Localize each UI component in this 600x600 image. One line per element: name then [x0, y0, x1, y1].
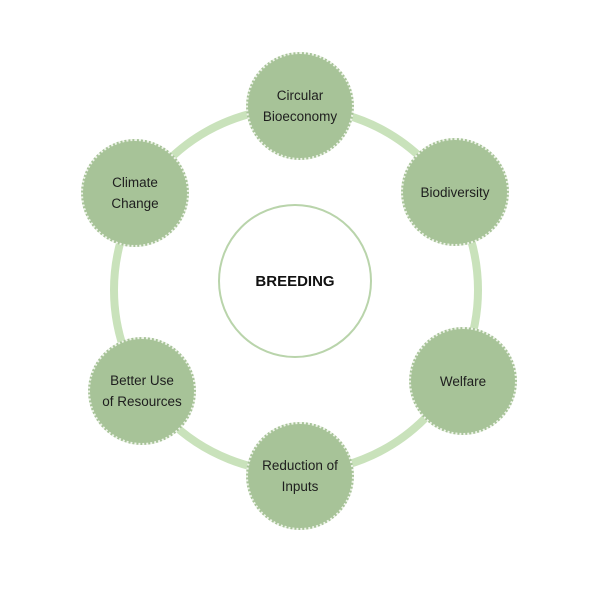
node-better-use-of-resources: Better Use of Resources [88, 337, 196, 445]
node-label: Climate Change [111, 175, 159, 211]
node-label: Welfare [439, 373, 487, 389]
node-climate-change: Climate Change [81, 139, 189, 247]
node-label: Better Use of Resources [102, 373, 182, 409]
node-label: Biodiversity [420, 184, 490, 200]
node-label: Reduction of Inputs [262, 458, 338, 494]
node-circular-bioeconomy: Circular Bioeconomy [246, 52, 354, 160]
center-node: BREEDING [218, 204, 372, 358]
node-reduction-of-inputs: Reduction of Inputs [246, 422, 354, 530]
node-label: Circular Bioeconomy [262, 88, 338, 124]
center-label: BREEDING [255, 272, 335, 290]
node-welfare: Welfare [409, 327, 517, 435]
node-biodiversity: Biodiversity [401, 138, 509, 246]
